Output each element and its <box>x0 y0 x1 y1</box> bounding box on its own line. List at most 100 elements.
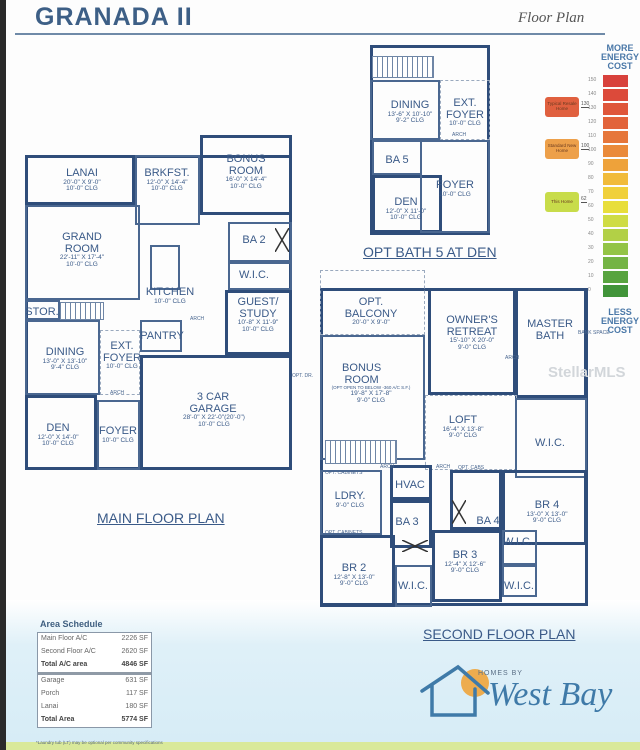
room-name: W.I.C. <box>535 437 565 449</box>
logo-homes-by: HOMES BY <box>478 670 523 677</box>
energy-marker-box: Standard New Home <box>545 139 579 159</box>
plan-note: OPT. CABINETS <box>325 470 363 476</box>
room-dimensions: 20'-0" X 9'-0" <box>352 319 390 327</box>
room-name: LANAI <box>66 167 98 179</box>
area-value: 631 SF <box>125 677 148 684</box>
wall <box>320 270 425 335</box>
room-dimensions: 13'-0" X 13'-0" <box>526 510 568 518</box>
room-dimensions: 20'-0" X 9'-0" <box>63 178 101 186</box>
room-name: EXT. FOYER <box>446 97 484 121</box>
room-note: (OPT OPEN TO BELOW -360 A/C S.F.) <box>331 385 411 391</box>
plan-note: BANK SPACE <box>578 330 610 336</box>
scan-edge <box>0 0 6 750</box>
room-dimensions: 15'-10" X 20'-0" <box>449 337 495 345</box>
energy-scale-tick: 150 <box>588 77 597 83</box>
room-name: W.I.C. <box>239 269 269 281</box>
plan-note: ARCH <box>452 132 467 138</box>
room-name: BA 4 <box>476 515 500 527</box>
wall <box>420 140 490 233</box>
room-name: GUEST/ STUDY <box>237 296 279 320</box>
energy-scale-segment <box>603 187 628 199</box>
wall <box>502 530 537 565</box>
energy-marker-box: This Home <box>545 192 579 213</box>
wall <box>25 395 97 470</box>
room-label: BA 4 <box>476 515 500 528</box>
energy-marker-value: 130 <box>581 101 590 108</box>
room-dimensions: 12'-0" X 11'-0" <box>385 207 427 215</box>
energy-scale-segment <box>603 257 628 269</box>
room-dimensions: 16'-0" X 14'-4" <box>225 176 267 184</box>
room-name: BRKFST. <box>144 167 190 179</box>
room-label: PANTRY <box>140 330 184 343</box>
room-name: W.I.C. <box>398 580 428 592</box>
stairs <box>60 302 104 320</box>
energy-scale-tick: 60 <box>588 203 594 209</box>
room-name: KITCHEN <box>145 286 195 298</box>
wall <box>140 320 182 352</box>
room-ceiling: 10'-0" CLG <box>439 190 471 198</box>
plan-note: ARCH <box>505 355 520 361</box>
wall <box>97 400 140 470</box>
energy-scale-tick: 30 <box>588 245 594 251</box>
area-value: 2620 SF <box>121 648 148 655</box>
room-name: BA 3 <box>395 516 419 528</box>
west-bay-logo <box>420 664 490 717</box>
room-ceiling: 10'-0" CLG <box>102 436 134 444</box>
page-subtitle: Floor Plan <box>518 10 585 26</box>
room-name: STOR. <box>25 306 59 318</box>
wall <box>228 262 292 290</box>
energy-scale-tick: 100 <box>588 147 597 153</box>
room-name: FOYER <box>99 425 137 437</box>
room-label: STOR. <box>25 306 59 319</box>
wall <box>100 330 140 395</box>
plan-note: ARCH <box>110 390 125 396</box>
energy-scale-tick: 40 <box>588 231 594 237</box>
energy-scale-segment <box>603 271 628 283</box>
room-ceiling: 10'-0" CLG <box>242 325 274 333</box>
energy-scale-segment <box>603 145 628 157</box>
room-name: W.I.C. <box>503 536 533 548</box>
wall <box>372 175 442 233</box>
stairs <box>372 56 434 78</box>
room-name: BR 2 <box>341 562 367 574</box>
room-label: HVAC <box>395 479 425 492</box>
room-label: MASTER BATH <box>520 318 580 342</box>
energy-scale-tick: 20 <box>588 259 594 265</box>
wall <box>25 320 100 395</box>
room-ceiling: 9'-0" CLG <box>448 432 478 440</box>
room-name: LDRY. <box>334 490 366 502</box>
room-dimensions: 12'-0" X 14'-4" <box>146 178 188 186</box>
room-label: BRKFST.12'-0" X 14'-4"10'-0" CLG <box>144 167 190 193</box>
area-label: Total A/C area <box>41 661 88 668</box>
energy-scale-bottom-label: LESS ENERGY COST <box>600 308 639 335</box>
footer-stripe <box>6 742 640 750</box>
area-value: 5774 SF <box>121 716 148 723</box>
room-name: EXT. FOYER <box>103 340 141 364</box>
energy-scale-tick: 110 <box>588 133 596 139</box>
x-mark-icon <box>275 228 289 252</box>
room-ceiling: 9'-0" CLG <box>532 517 562 525</box>
energy-scale-tick: 10 <box>588 273 594 279</box>
room-name: DINING <box>390 99 430 111</box>
room-label: BA 5 <box>385 154 408 167</box>
footnote: *Laundry tub (LT) may be optional per co… <box>36 740 163 745</box>
wall <box>502 565 537 597</box>
plan-note: OPT. CABS <box>458 465 485 471</box>
